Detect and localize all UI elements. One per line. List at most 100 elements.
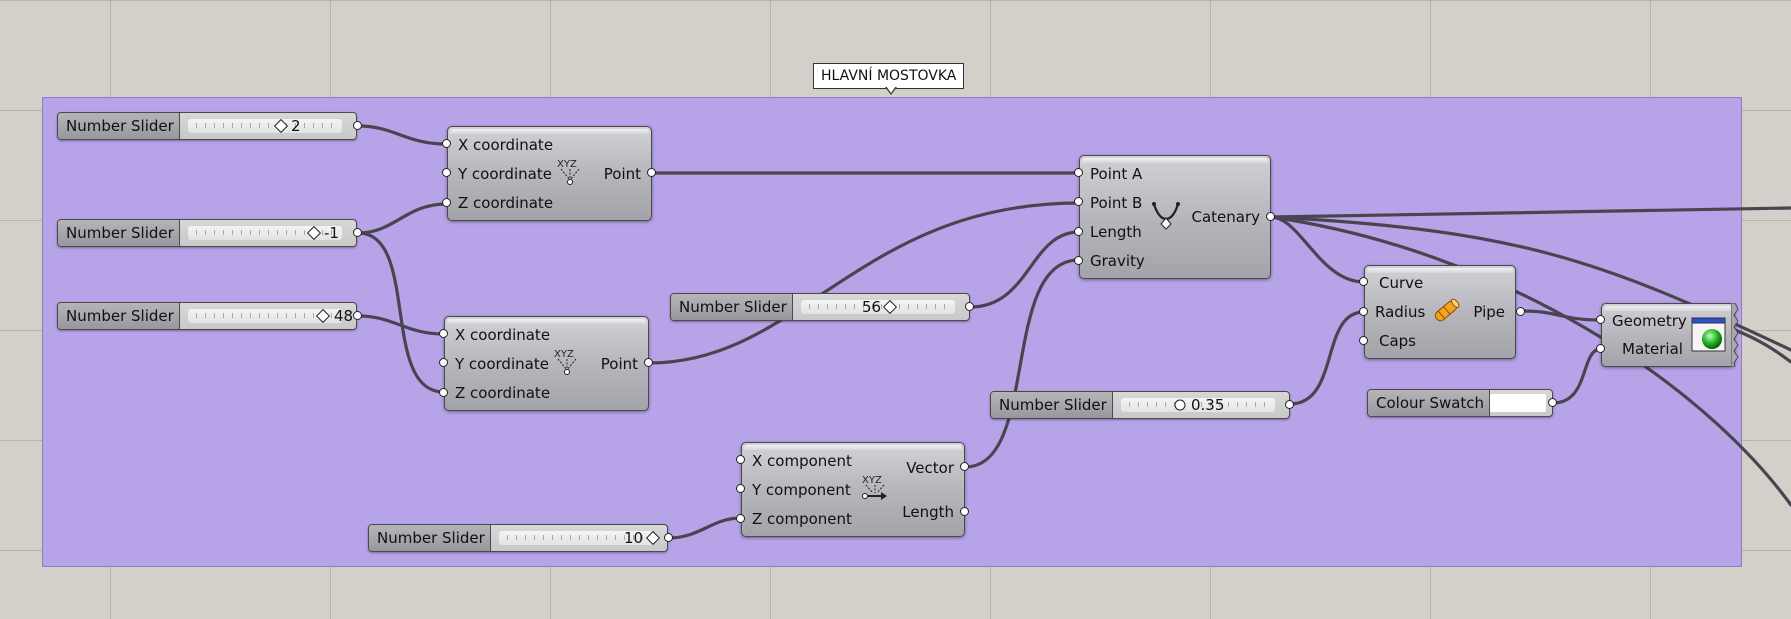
input-z-coordinate[interactable]: Z coordinate <box>455 384 551 402</box>
wire <box>1733 328 1791 364</box>
output-point[interactable]: Point <box>603 165 641 183</box>
colour-swatch-color[interactable] <box>1490 394 1546 412</box>
slider-track[interactable] <box>499 531 653 545</box>
input-x-coordinate[interactable]: X coordinate <box>458 136 554 154</box>
input-length[interactable]: Length <box>1090 223 1142 241</box>
input-grip[interactable] <box>442 168 451 177</box>
group-label-pointer <box>885 86 897 95</box>
construct-point-component-a[interactable]: X coordinate Y coordinate Z coordinate P… <box>447 126 652 221</box>
catenary-component[interactable]: Point A Point B Length Gravity Catenary <box>1079 155 1271 279</box>
slider-value: 0.35 <box>1191 396 1225 414</box>
input-geometry[interactable]: Geometry <box>1612 312 1687 330</box>
number-slider-z[interactable]: Number Slider 48 <box>57 302 357 330</box>
input-grip[interactable] <box>439 329 448 338</box>
slider-value: 56 <box>862 298 882 316</box>
output-vector[interactable]: Vector <box>906 459 954 477</box>
slider-value: 2 <box>291 117 301 135</box>
input-y-coordinate[interactable]: Y coordinate <box>455 355 549 373</box>
input-grip[interactable] <box>1359 336 1368 345</box>
svg-text:XYZ: XYZ <box>862 475 882 486</box>
output-grip[interactable] <box>644 358 653 367</box>
output-grip[interactable] <box>1285 400 1294 409</box>
input-point-a[interactable]: Point A <box>1090 165 1143 183</box>
catenary-icon <box>1152 202 1180 230</box>
number-slider-vector-z[interactable]: Number Slider 10 <box>368 524 668 552</box>
slider-track[interactable] <box>801 300 955 314</box>
input-x-component[interactable]: X component <box>752 452 852 470</box>
slider-value: -1 <box>324 224 339 242</box>
input-grip[interactable] <box>442 139 451 148</box>
input-point-b[interactable]: Point B <box>1090 194 1143 212</box>
input-gravity[interactable]: Gravity <box>1090 252 1145 270</box>
output-grip[interactable] <box>353 311 362 320</box>
slider-value: 48 <box>334 307 354 325</box>
input-material[interactable]: Material <box>1622 340 1683 358</box>
number-slider-x[interactable]: Number Slider 2 <box>57 112 357 140</box>
input-caps[interactable]: Caps <box>1379 332 1417 350</box>
vector-xyz-component[interactable]: X component Y component Z component Vect… <box>741 442 965 537</box>
input-grip[interactable] <box>1359 277 1368 286</box>
output-grip[interactable] <box>965 302 974 311</box>
construct-point-component-b[interactable]: X coordinate Y coordinate Z coordinate P… <box>444 316 649 411</box>
slider-label: Number Slider <box>671 294 793 320</box>
pipe-component[interactable]: Curve Radius Caps Pipe <box>1364 265 1516 359</box>
slider-handle[interactable] <box>1174 399 1186 411</box>
colour-swatch-label: Colour Swatch <box>1368 390 1490 416</box>
output-grip[interactable] <box>960 507 969 516</box>
input-y-component[interactable]: Y component <box>752 481 851 499</box>
construct-point-xyz-icon: XYZ <box>557 159 580 185</box>
number-slider-y[interactable]: Number Slider -1 <box>57 219 357 247</box>
output-grip[interactable] <box>664 533 673 542</box>
input-z-coordinate[interactable]: Z coordinate <box>458 194 554 212</box>
slider-label: Number Slider <box>991 392 1113 418</box>
input-grip[interactable] <box>1074 227 1083 236</box>
input-grip[interactable] <box>736 514 745 523</box>
custom-preview-icon <box>1691 317 1726 352</box>
input-grip[interactable] <box>442 198 451 207</box>
pipe-icon <box>1434 298 1460 322</box>
output-grip[interactable] <box>353 228 362 237</box>
input-grip[interactable] <box>1074 168 1083 177</box>
input-grip[interactable] <box>439 388 448 397</box>
output-pipe[interactable]: Pipe <box>1473 303 1505 321</box>
output-catenary[interactable]: Catenary <box>1191 208 1260 226</box>
colour-swatch[interactable]: Colour Swatch <box>1367 389 1553 417</box>
output-length[interactable]: Length <box>902 503 954 521</box>
number-slider-radius[interactable]: Number Slider 0.35 <box>990 391 1290 419</box>
group-label[interactable]: HLAVNÍ MOSTOVKA <box>813 63 965 89</box>
input-grip[interactable] <box>439 358 448 367</box>
input-grip[interactable] <box>1074 197 1083 206</box>
output-point[interactable]: Point <box>600 355 638 373</box>
input-z-component[interactable]: Z component <box>752 510 852 528</box>
output-grip[interactable] <box>960 462 969 471</box>
custom-preview-component[interactable]: Geometry Material <box>1601 303 1735 367</box>
input-y-coordinate[interactable]: Y coordinate <box>458 165 552 183</box>
slider-value: 10 <box>624 529 644 547</box>
input-grip[interactable] <box>1596 315 1605 324</box>
input-grip[interactable] <box>1074 256 1083 265</box>
slider-label: Number Slider <box>369 525 491 551</box>
svg-text:XYZ: XYZ <box>557 159 577 170</box>
output-grip[interactable] <box>353 121 362 130</box>
input-grip[interactable] <box>736 455 745 464</box>
construct-point-xyz-icon: XYZ <box>554 349 577 375</box>
number-slider-length[interactable]: Number Slider 56 <box>670 293 970 321</box>
slider-track[interactable] <box>1121 398 1275 412</box>
slider-track[interactable] <box>188 309 342 323</box>
svg-text:XYZ: XYZ <box>554 349 574 360</box>
slider-label: Number Slider <box>58 113 180 139</box>
slider-track[interactable] <box>188 119 342 133</box>
vector-xyz-icon: XYZ <box>862 475 887 500</box>
output-grip[interactable] <box>647 168 656 177</box>
jagged-edge <box>1731 303 1739 367</box>
input-grip[interactable] <box>736 484 745 493</box>
output-grip[interactable] <box>1548 398 1557 407</box>
input-curve[interactable]: Curve <box>1379 274 1424 292</box>
output-grip[interactable] <box>1266 212 1275 221</box>
input-grip[interactable] <box>1596 344 1605 353</box>
output-grip[interactable] <box>1516 307 1525 316</box>
input-radius[interactable]: Radius <box>1375 303 1426 321</box>
input-grip[interactable] <box>1359 307 1368 316</box>
slider-track[interactable] <box>188 226 342 240</box>
input-x-coordinate[interactable]: X coordinate <box>455 326 551 344</box>
